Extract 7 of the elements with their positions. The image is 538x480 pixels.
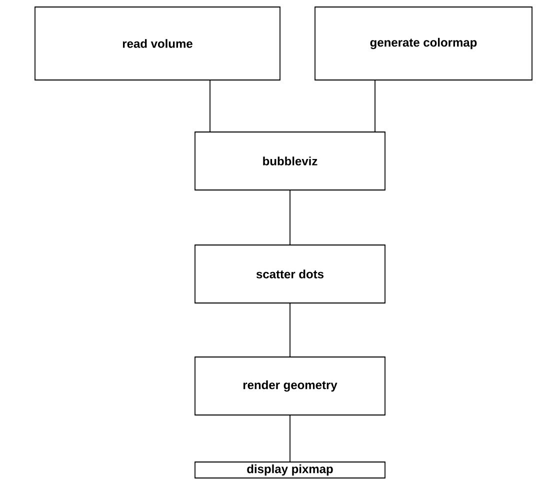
connector-line [374, 80, 376, 132]
process-box: render geometry [194, 356, 386, 416]
process-box: generate colormap [314, 6, 532, 80]
process-box: display pixmap [194, 462, 386, 478]
process-box: bubbleviz [194, 132, 386, 190]
process-box: scatter dots [194, 244, 386, 304]
process-box: read volume [34, 6, 280, 80]
